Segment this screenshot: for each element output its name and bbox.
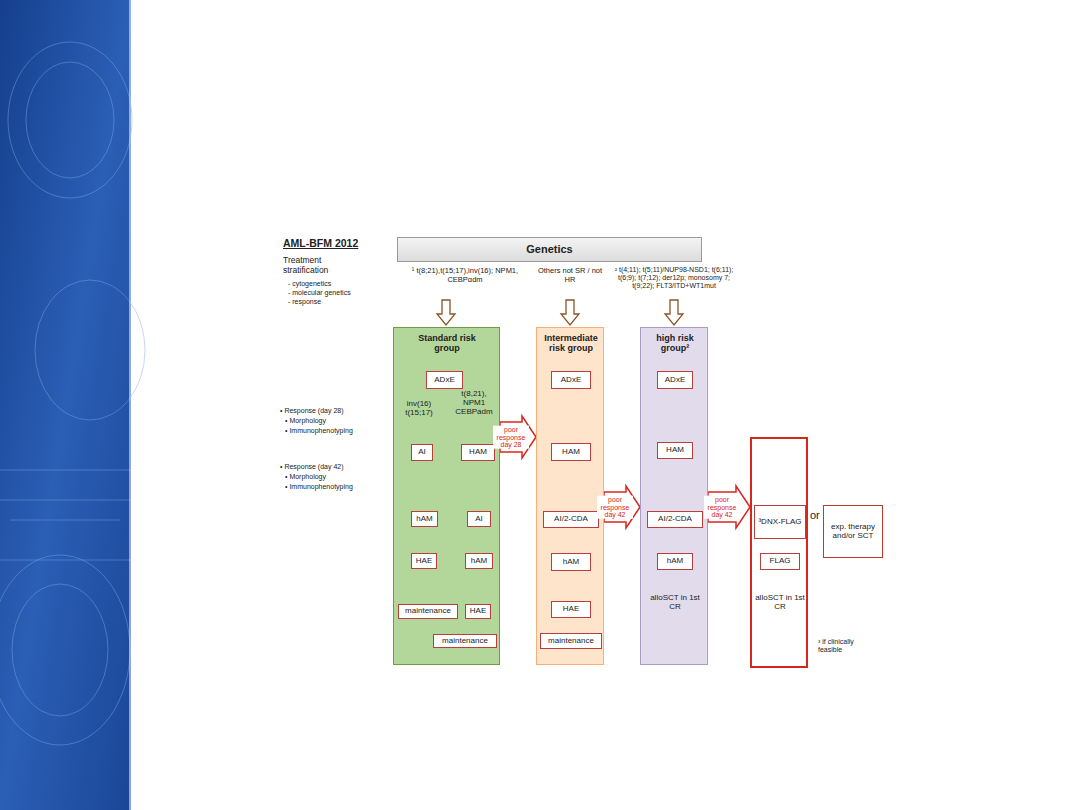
group-note: t(8,21), NPM1 CEBPadm (450, 390, 498, 417)
down-arrow (437, 300, 455, 325)
diagram-title: AML-BFM 2012 (283, 237, 358, 249)
genetics-arrows (437, 300, 683, 325)
scan-shape (0, 470, 131, 560)
note-label: ³ if clinically feasible (818, 638, 878, 654)
scan-shape (26, 62, 114, 178)
group-note: alloSCT in 1st CR (645, 594, 705, 612)
box-text: AI (418, 448, 426, 457)
scan-shape (35, 280, 145, 420)
box-text: hAM (667, 557, 683, 566)
note-label: - cytogenetics (288, 280, 331, 288)
note-label: • Response (day 28) (280, 407, 344, 415)
process-box: hAM (551, 553, 591, 571)
process-box: ADxE (657, 371, 693, 389)
box-text: AI/2-CDA (554, 515, 588, 524)
process-box: HAE (551, 601, 591, 618)
process-box: AI (467, 511, 491, 527)
risk-group-column: Intermediate risk groupADxE HAM AI/2-CDA hA… (536, 327, 604, 665)
box-text: HAM (562, 448, 580, 457)
process-box: HAM (657, 442, 693, 459)
note-label: Others not SR / not HR (534, 267, 606, 284)
note-label: ² t(4;11); t(5;11)/NUP98-NSD1; t(6;11); … (613, 266, 735, 290)
group-heading: Intermediate risk group (539, 333, 603, 353)
box-text: HAM (469, 448, 487, 457)
process-box: AI/2-CDA (543, 511, 599, 528)
box-text: maintenance (548, 637, 594, 646)
box-text: HAE (416, 557, 432, 566)
scan-art (0, 42, 145, 745)
process-box: FLAG (760, 553, 800, 570)
process-box: AI/2-CDA (647, 511, 703, 528)
note-label: • Immunophenotyping (285, 483, 353, 491)
block-arrow (500, 416, 536, 458)
box-text: maintenance (405, 607, 451, 616)
block-arrow (604, 486, 640, 528)
down-arrow (665, 300, 683, 325)
group-note: inv(16) t(15;17) (399, 400, 439, 418)
group-heading: alloSCT in 1st CR (754, 594, 806, 612)
box-text: exp. therapy and/or SCT (824, 523, 882, 541)
box-text: hAM (471, 557, 487, 566)
box-text: hAM (416, 515, 432, 524)
box-text: HAE (470, 607, 486, 616)
process-box: maintenance (433, 634, 497, 648)
process-box: hAM (657, 553, 693, 570)
box-text: hAM (563, 558, 579, 567)
note-label: or (810, 509, 820, 522)
box-text: HAM (666, 446, 684, 455)
risk-group-column: alloSCT in 1st CR ³DNX-FLAG FLAG (750, 437, 808, 668)
note-label: - response (288, 298, 321, 306)
box-text: AI (475, 515, 483, 524)
box-text: Genetics (526, 243, 572, 255)
note-label: ¹ t(8;21),t(15;17),inv(16); NPM1, CEBPαd… (395, 267, 535, 284)
side-panel (0, 0, 131, 810)
box-text: ADxE (434, 376, 454, 385)
process-box: hAM (411, 511, 438, 527)
note-label: • Morphology (285, 473, 326, 481)
process-box: maintenance (540, 633, 602, 649)
note-label: • Response (day 42) (280, 463, 344, 471)
process-box: ³DNX-FLAG (754, 505, 806, 539)
option-box: exp. therapy and/or SCT (823, 505, 883, 558)
box-text: HAE (563, 605, 579, 614)
box-text: AI/2-CDA (658, 515, 692, 524)
process-box: ADxE (426, 371, 463, 389)
process-box: HAM (551, 443, 591, 461)
scan-shape (12, 584, 108, 716)
process-box: HAE (465, 604, 491, 619)
process-box: ADxE (551, 371, 591, 389)
note-label: Treatment stratification (283, 256, 345, 276)
box-text: ADxE (561, 376, 581, 385)
note-label: • Morphology (285, 417, 326, 425)
process-box: AI (411, 444, 433, 461)
box-text: ADxE (665, 376, 685, 385)
risk-group-column: Standard risk group inv(16) t(15;17) t(8,2… (393, 327, 500, 665)
box-text: FLAG (770, 557, 791, 566)
process-box: hAM (465, 553, 493, 569)
process-box: HAM (461, 444, 495, 461)
edge-label: poor response day 42 (704, 496, 740, 519)
box-text: ³DNX-FLAG (758, 518, 801, 527)
down-arrow (561, 300, 579, 325)
scan-shape (0, 555, 130, 745)
risk-group-column: high risk group² alloSCT in 1st CR ADxE HAM… (640, 327, 708, 665)
header-box: Genetics (397, 237, 702, 262)
block-arrow (708, 486, 750, 528)
group-heading: Standard risk group (412, 333, 482, 353)
note-label: - molecular genetics (288, 289, 351, 297)
process-box: HAE (411, 553, 437, 569)
panel-edge (129, 0, 131, 810)
process-box: maintenance (398, 604, 458, 619)
box-text: maintenance (442, 637, 488, 646)
scan-shape (8, 42, 132, 198)
group-heading: high risk group² (643, 333, 707, 353)
note-label: • Immunophenotyping (285, 427, 353, 435)
